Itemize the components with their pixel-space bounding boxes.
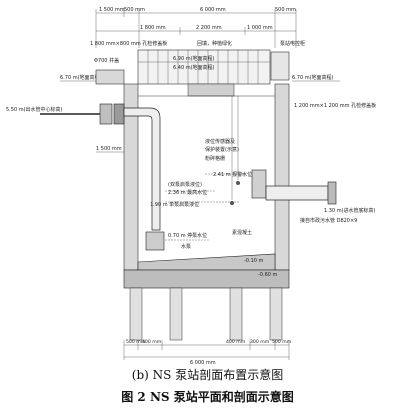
label-ground-right: 6.70 m(地面高程) [292, 74, 334, 81]
label-elev-neg010: -0.10 m [244, 258, 264, 264]
control-cabinet [270, 51, 290, 81]
top-dimension-lines [95, 9, 297, 48]
dim-500-right: 500 mm [275, 7, 296, 13]
label-inlet-source: 接自市政污水管 D820×9 [300, 217, 357, 224]
dim-2200: 2 200 mm [196, 25, 222, 31]
label-dual-pump-start: (双泵启泵液位) [168, 181, 202, 188]
dim-bottom-6000: 6 000 mm [190, 360, 216, 366]
label-single-pump-start: 1.90 m 单泵启泵液位 [150, 201, 199, 208]
dim-6000-top: 6 000 mm [200, 7, 226, 13]
label-backfill: 回填，种植绿化 [197, 40, 232, 47]
water-level-marks [165, 173, 245, 241]
label-ground-left: 6.70 m(地面高程) [60, 74, 102, 81]
label-hatch-cover-right: 1 200 mm×1 200 mm 孔检修盖板 [294, 102, 376, 109]
dim-bottom-500-right: 500 mm [272, 339, 292, 345]
label-pump: 水泵 [181, 243, 191, 250]
inlet-pipe [265, 181, 337, 205]
pump-station-section-diagram: 1 500 mm 500 mm 6 000 mm 500 mm 1 800 mm… [6, 7, 376, 366]
well-walls [95, 69, 290, 271]
foundation [123, 253, 290, 341]
label-elev-neg060: -0.60 m [258, 272, 278, 278]
bottom-dimension-lines [123, 340, 290, 360]
label-hatch-cover-top: 1 800 mm×800 mm 孔检修盖板 [90, 40, 167, 47]
label-ground-6-40: 6.40 m(地面高程) [173, 64, 215, 71]
label-well-cover: Φ700 井盖 [94, 57, 119, 64]
label-level-sensor: 液位传感器及 [205, 138, 235, 145]
label-alarm-level: 2.41 m 报警水位 [213, 171, 252, 178]
label-concrete: 素混凝土 [232, 229, 252, 236]
dim-1500-mid: 1 500 mm [96, 146, 122, 152]
label-grinder: 粉碎格栅 [205, 155, 225, 162]
dim-1000: 1 000 mm [247, 25, 273, 31]
dim-bottom-300: 300 mm [250, 339, 270, 345]
dim-bottom-500-left: 500 mm [126, 339, 146, 345]
outlet-pipe-assembly [40, 103, 165, 251]
dim-bottom-400-right: 400 mm [226, 339, 246, 345]
dim-1500: 1 500 mm [99, 7, 125, 13]
figure-caption: 图 2 NS 泵站平面和剖面示意图 [121, 390, 294, 404]
label-ground-6-90: 6.90 m(地面高程) [173, 55, 215, 62]
figure-subcaption: (b) NS 泵站剖面布置示意图 [131, 368, 284, 382]
label-outlet-center: 5.50 m(出水管中心标高) [6, 106, 63, 113]
dim-bottom-400-left: 400 mm [142, 339, 162, 345]
roof-frame [137, 49, 271, 97]
grinder [251, 169, 267, 199]
label-inlet-bottom: 1.30 m(进水管底标高) [324, 207, 376, 214]
label-high-level: 2.36 m 最高水位 [168, 189, 207, 196]
label-control-cabinet: 泵站电控柜 [280, 40, 305, 47]
dim-500-left: 500 mm [124, 7, 145, 13]
label-stop-level: 0.70 m 停泵水位 [168, 232, 207, 239]
dim-1800: 1 800 mm [140, 25, 166, 31]
label-protect-device: 保护装置(示意) [205, 146, 239, 153]
